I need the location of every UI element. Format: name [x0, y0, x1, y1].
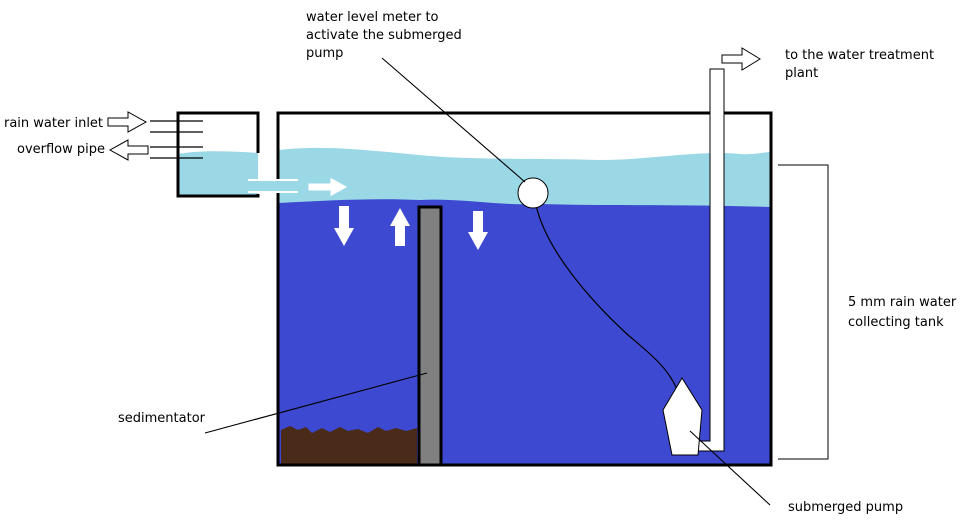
meter-label-line3: pump — [306, 46, 343, 61]
tank-label-line2: collecting tank — [848, 315, 944, 330]
float-cable — [535, 204, 679, 393]
tank-label-line1: 5 mm rain water — [848, 295, 957, 310]
inlet-arrow-icon — [107, 111, 148, 133]
overflow-arrow-icon — [108, 139, 149, 161]
tank-inlet-pipe — [248, 179, 298, 193]
down-arrow-left-icon — [334, 206, 354, 246]
leader-lines — [204, 57, 771, 506]
treatment-label-line1: to the water treatment — [785, 48, 934, 63]
sedimentator-leader-line — [204, 372, 428, 434]
tank-outline — [276, 111, 773, 467]
sediment — [281, 426, 417, 464]
inlet-label: rain water inlet — [4, 116, 103, 131]
down-arrow-right-icon — [468, 211, 488, 250]
submerged-pump — [662, 377, 703, 456]
up-arrow-icon — [390, 208, 410, 246]
pump-leader-line — [689, 430, 771, 506]
sedimentator-wall — [417, 205, 443, 467]
meter-label-line1: water level meter to — [306, 10, 439, 25]
surface-water — [279, 147, 770, 208]
overflow-label: overflow pipe — [17, 142, 105, 157]
water-level-meter — [517, 177, 549, 209]
meter-leader-line — [381, 57, 526, 183]
deep-water — [279, 199, 770, 465]
tank-height-bracket — [778, 164, 829, 460]
overflow-pipe — [150, 146, 203, 159]
treatment-label-line2: plant — [785, 66, 818, 81]
sedimentator-label: sedimentator — [118, 411, 206, 426]
tank-inlet-arrow-icon — [307, 176, 350, 198]
meter-label-line2: activate the submerged — [306, 28, 462, 43]
pump-label: submerged pump — [788, 500, 903, 515]
inlet-pipe — [150, 120, 203, 133]
treatment-arrow-icon — [721, 47, 761, 71]
inlet-box-outline — [176, 111, 260, 198]
inlet-box-water — [178, 151, 258, 195]
